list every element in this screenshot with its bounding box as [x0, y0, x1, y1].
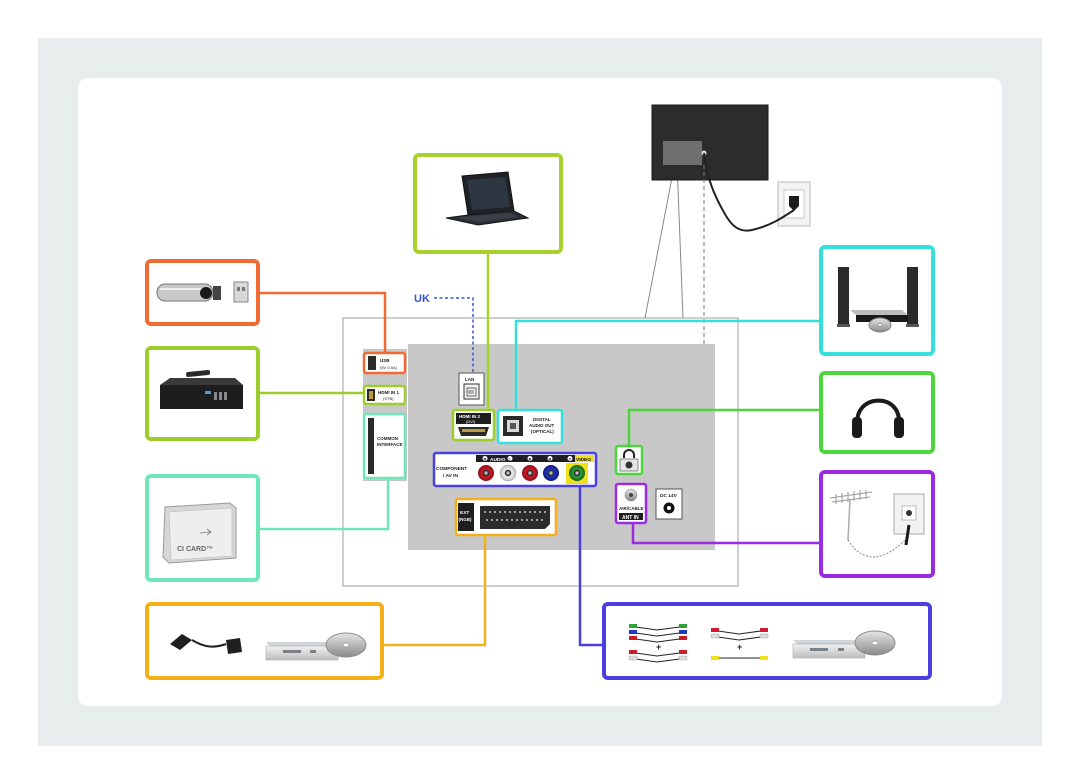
dc-14v-port[interactable]: DC 14V — [655, 488, 683, 520]
set-top-box-device-box[interactable] — [145, 346, 260, 441]
hdmi-1-label: HDMI IN 1 — [378, 390, 399, 395]
headphones-device-box[interactable] — [819, 371, 935, 454]
hdmi-2-sublabel: (DVI) — [466, 419, 476, 424]
scart-device-box[interactable] — [145, 602, 384, 680]
rca-jack-pr — [522, 465, 538, 481]
ant-in-port[interactable]: AIR/CABLE ANT IN — [614, 482, 648, 525]
laptop-icon — [445, 171, 530, 226]
component-label-2: / AV IN — [443, 473, 458, 479]
rca-jack-y-video — [569, 465, 585, 481]
digital-audio-out-port[interactable]: DIGITAL AUDIO OUT (OPTICAL) — [496, 408, 564, 445]
perspective-line-left — [644, 161, 676, 319]
audio-r-label: R — [484, 457, 487, 462]
pb-label: B — [549, 457, 552, 462]
component-av-in-port[interactable]: COMPONENT / AV IN AUDIO R L R B Y VIDEO — [432, 451, 598, 488]
hdmi-in-2-port[interactable]: HDMI IN 2 (DVI) — [451, 408, 496, 442]
ci-connection-line — [258, 478, 390, 531]
pr-label: R — [529, 457, 532, 462]
laptop-device-box[interactable] — [413, 153, 563, 254]
digital-audio-label-2: AUDIO OUT — [529, 423, 555, 428]
digital-audio-label-1: DIGITAL — [533, 417, 551, 422]
wall-socket-icon — [777, 181, 811, 227]
lan-port-label: LAN — [465, 377, 474, 382]
scart-connection-line — [382, 535, 487, 647]
component-label-1: COMPONENT — [436, 466, 467, 472]
audio-l-label: L — [509, 457, 512, 462]
rca-jack-audio-l — [499, 464, 517, 482]
audio-label: AUDIO — [490, 457, 506, 463]
y-label: Y — [569, 457, 572, 462]
usb-port-sublabel: (5V 0.5A) — [380, 365, 398, 370]
tv-back-icon — [651, 104, 769, 181]
headphone-port[interactable] — [614, 444, 644, 476]
component-device-box[interactable]: + + — [602, 602, 932, 680]
antenna-icon — [829, 490, 925, 558]
ext-label-1: EXT — [460, 510, 469, 516]
common-interface-slot[interactable]: COMMON INTERFACE — [362, 412, 407, 480]
home-theater-icon — [837, 267, 919, 333]
headphones-connection-line — [627, 408, 821, 446]
antenna-connection-line — [631, 523, 821, 545]
hdmi-in-1-port[interactable]: HDMI IN 1 (STB) — [362, 384, 407, 406]
ext-label-2: (RGB) — [459, 517, 472, 522]
common-interface-label-2: INTERFACE — [377, 442, 403, 447]
usb-port[interactable]: USB (5V 0.5A) — [362, 351, 407, 375]
hdmi-2-label: HDMI IN 2 — [459, 414, 480, 419]
plus-sign-2: + — [737, 642, 742, 652]
hdmi-1-sublabel: (STB) — [383, 396, 394, 401]
antenna-device-box[interactable] — [819, 470, 935, 578]
usb-port-label: USB — [380, 358, 390, 363]
ant-label-1: AIR/CABLE — [619, 506, 644, 511]
headphones-icon — [852, 398, 904, 438]
dc-port-label: DC 14V — [660, 493, 678, 499]
dvd-player-icon — [265, 632, 367, 661]
component-connection-line — [578, 486, 604, 647]
usb-connection-line — [258, 291, 387, 353]
rca-cable-icon — [628, 624, 769, 663]
ext-rgb-scart-port[interactable]: EXT (RGB) — [454, 497, 558, 537]
audio-system-connection-line — [514, 319, 821, 410]
scart-cable-icon — [170, 634, 242, 654]
ant-label-2: ANT IN — [622, 515, 639, 521]
set-top-box-icon — [160, 369, 243, 409]
common-interface-label-1: COMMON — [377, 436, 398, 441]
lan-port[interactable]: LAN — [458, 372, 485, 406]
ci-card-icon: CI CARD™ — [162, 502, 237, 564]
tv-back-outline — [342, 317, 739, 587]
rca-jack-audio-r — [478, 465, 494, 481]
digital-audio-label-3: (OPTICAL) — [531, 429, 554, 434]
plus-sign-1: + — [656, 642, 661, 652]
rca-jack-pb — [543, 465, 559, 481]
audio-system-device-box[interactable] — [819, 245, 935, 356]
ci-card-label: CI CARD™ — [177, 546, 213, 553]
ci-card-device-box[interactable]: CI CARD™ — [145, 474, 260, 582]
power-cable — [703, 152, 795, 232]
dvd-player-icon — [792, 630, 896, 659]
video-label: VIDEO — [576, 457, 591, 463]
perspective-line-right — [676, 161, 684, 319]
usb-flash-drive-icon — [156, 281, 249, 303]
usb-device-box[interactable] — [145, 259, 260, 326]
uk-lan-dashed-line — [434, 297, 474, 373]
uk-label: UK — [414, 293, 430, 305]
